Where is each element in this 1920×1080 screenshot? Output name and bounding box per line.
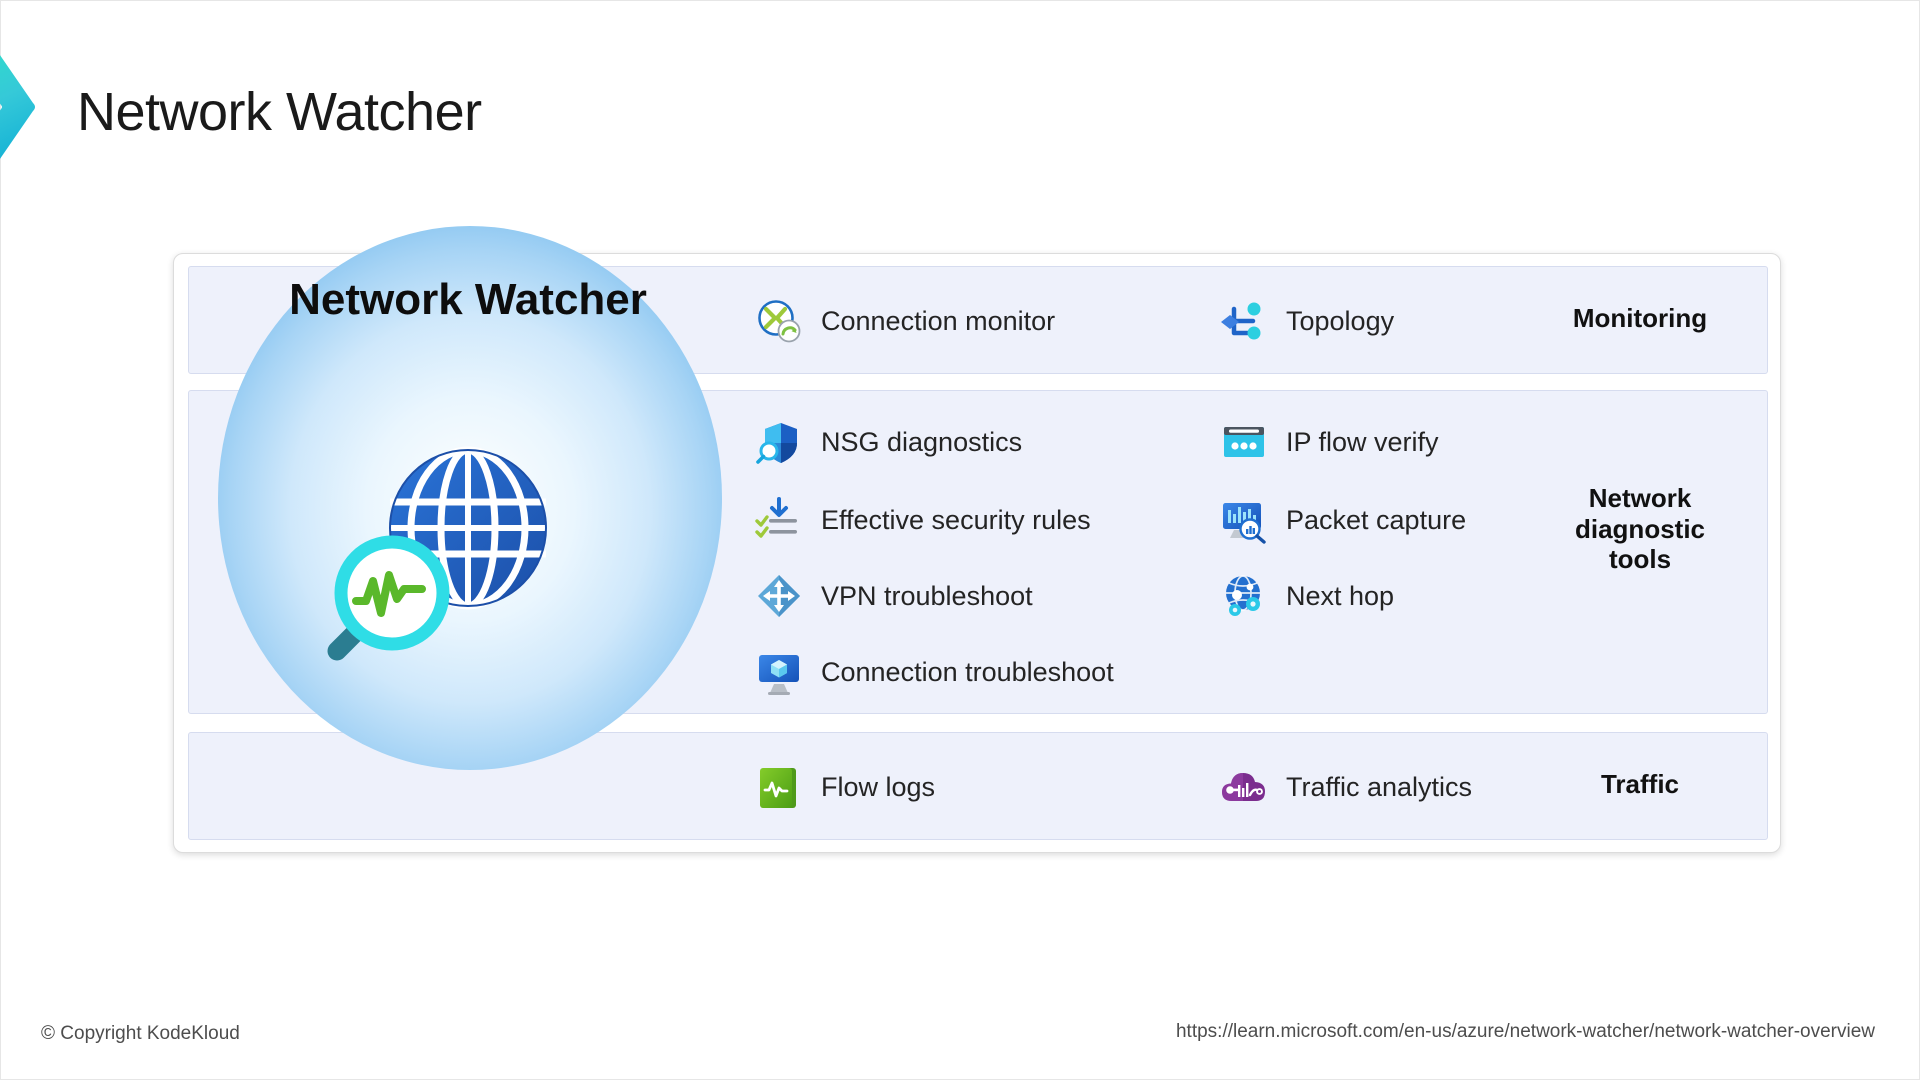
feature-label: NSG diagnostics bbox=[821, 426, 1023, 457]
band-label-line: diagnostic bbox=[1574, 513, 1705, 544]
feature-label: IP flow verify bbox=[1286, 426, 1439, 457]
feature-label: Topology bbox=[1286, 305, 1395, 336]
band-label-line: tools bbox=[1608, 544, 1672, 575]
topology-icon bbox=[1219, 296, 1269, 346]
feature-packet-capture[interactable]: Packet capture bbox=[1219, 491, 1466, 549]
feature-traffic-analytics[interactable]: Traffic analytics bbox=[1219, 758, 1472, 816]
chevron-right-icon bbox=[0, 55, 35, 159]
bands-container: Monitoring Connection monitor bbox=[188, 266, 1768, 842]
feature-label: Packet capture bbox=[1286, 504, 1467, 535]
connection-monitor-icon bbox=[754, 296, 804, 346]
feature-effective-security-rules[interactable]: Effective security rules bbox=[754, 491, 1091, 549]
feature-vpn-troubleshoot[interactable]: VPN troubleshoot bbox=[754, 567, 1033, 625]
monitor-cube-icon bbox=[754, 647, 804, 697]
green-book-waveform-icon bbox=[754, 762, 804, 812]
feature-next-hop[interactable]: Next hop bbox=[1219, 567, 1394, 625]
footer-source-url: https://learn.microsoft.com/en-us/azure/… bbox=[1175, 1021, 1875, 1042]
feature-flow-logs[interactable]: Flow logs bbox=[754, 758, 935, 816]
vpn-diamond-arrows-icon bbox=[754, 571, 804, 621]
feature-connection-troubleshoot[interactable]: Connection troubleshoot bbox=[754, 643, 1114, 701]
band-network-diagnostic-tools: Network diagnostic tools bbox=[188, 390, 1768, 714]
band-monitoring: Monitoring Connection monitor bbox=[188, 266, 1768, 374]
feature-label: Traffic analytics bbox=[1286, 771, 1473, 802]
globe-gears-icon bbox=[1219, 571, 1269, 621]
slide-header: Network Watcher bbox=[0, 23, 1919, 183]
feature-nsg-diagnostics[interactable]: NSG diagnostics bbox=[754, 413, 1022, 471]
feature-topology[interactable]: Topology bbox=[1219, 292, 1394, 350]
footer-copyright: © Copyright KodeKloud bbox=[41, 1023, 240, 1044]
shield-magnifier-icon bbox=[754, 417, 804, 467]
feature-label: Flow logs bbox=[821, 771, 936, 802]
band-traffic: Traffic bbox=[188, 732, 1768, 840]
feature-label: Connection monitor bbox=[821, 305, 1056, 336]
monitor-chart-magnifier-icon bbox=[1219, 495, 1269, 545]
feature-label: Connection troubleshoot bbox=[821, 656, 1114, 687]
feature-label: Effective security rules bbox=[821, 504, 1091, 535]
band-label-diagnostic: Network diagnostic tools bbox=[1535, 483, 1745, 575]
band-label-monitoring: Monitoring bbox=[1572, 303, 1708, 333]
window-dots-icon bbox=[1219, 417, 1269, 467]
feature-connection-monitor[interactable]: Connection monitor bbox=[754, 292, 1055, 350]
network-watcher-card: Monitoring Connection monitor bbox=[173, 226, 1781, 853]
checklist-arrow-icon bbox=[754, 495, 804, 545]
feature-label: VPN troubleshoot bbox=[821, 580, 1033, 611]
band-label-traffic: Traffic bbox=[1600, 769, 1680, 799]
band-label-line: Network bbox=[1588, 483, 1692, 513]
page-title: Network Watcher bbox=[77, 82, 482, 142]
feature-ip-flow-verify[interactable]: IP flow verify bbox=[1219, 413, 1439, 471]
feature-label: Next hop bbox=[1286, 580, 1395, 611]
purple-cloud-chart-icon bbox=[1219, 762, 1269, 812]
